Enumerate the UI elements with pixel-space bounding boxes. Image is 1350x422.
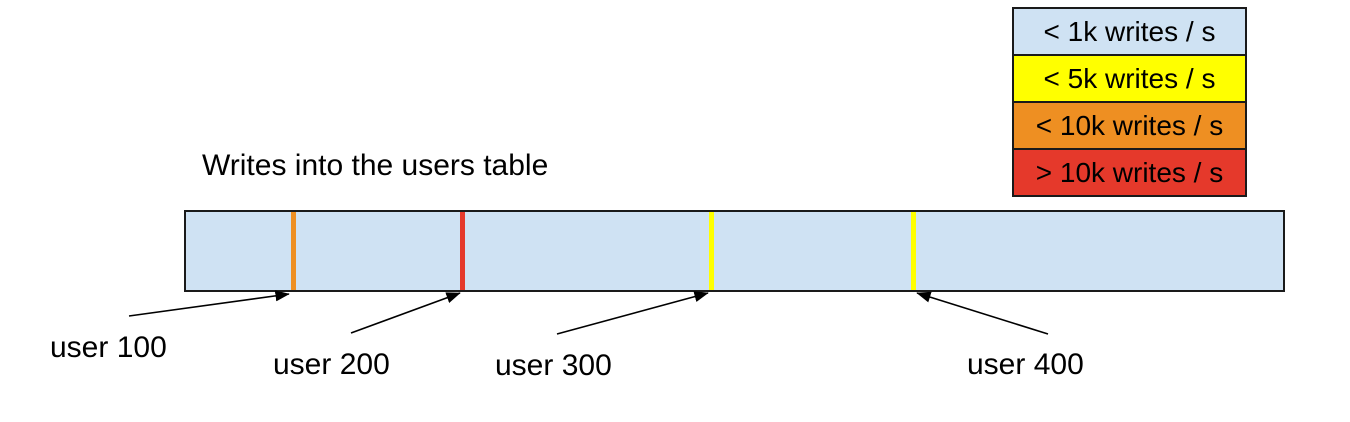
diagram-title: Writes into the users table (202, 149, 549, 182)
arrow-user-300 (556, 291, 709, 335)
user-100-label: user 100 (50, 331, 167, 364)
legend-item-gt-10k-label: > 10k writes / s (1035, 156, 1224, 188)
arrow-user-200 (350, 292, 461, 334)
partition-stripe-user-300 (709, 212, 714, 290)
user-200-label: user 200 (273, 348, 390, 381)
legend-item-lt-5k-label: < 5k writes / s (1043, 62, 1216, 94)
user-400-label: user 400 (967, 348, 1084, 381)
partition-stripe-user-400 (911, 212, 916, 290)
arrow-user-400 (916, 291, 1049, 335)
legend-item-lt-10k-label: < 10k writes / s (1035, 109, 1224, 141)
legend-item-gt-10k: > 10k writes / s (1012, 148, 1247, 197)
partition-stripe-user-200 (460, 212, 465, 290)
partition-stripe-user-100 (291, 212, 296, 290)
legend-item-lt-10k: < 10k writes / s (1012, 101, 1247, 150)
user-300-label: user 300 (495, 349, 612, 382)
legend-item-lt-1k-label: < 1k writes / s (1043, 15, 1216, 47)
legend-item-lt-5k: < 5k writes / s (1012, 54, 1247, 103)
legend: < 1k writes / s < 5k writes / s < 10k wr… (1012, 7, 1247, 197)
legend-item-lt-1k: < 1k writes / s (1012, 7, 1247, 56)
arrow-user-100 (128, 290, 290, 317)
users-table-bar (184, 210, 1285, 292)
